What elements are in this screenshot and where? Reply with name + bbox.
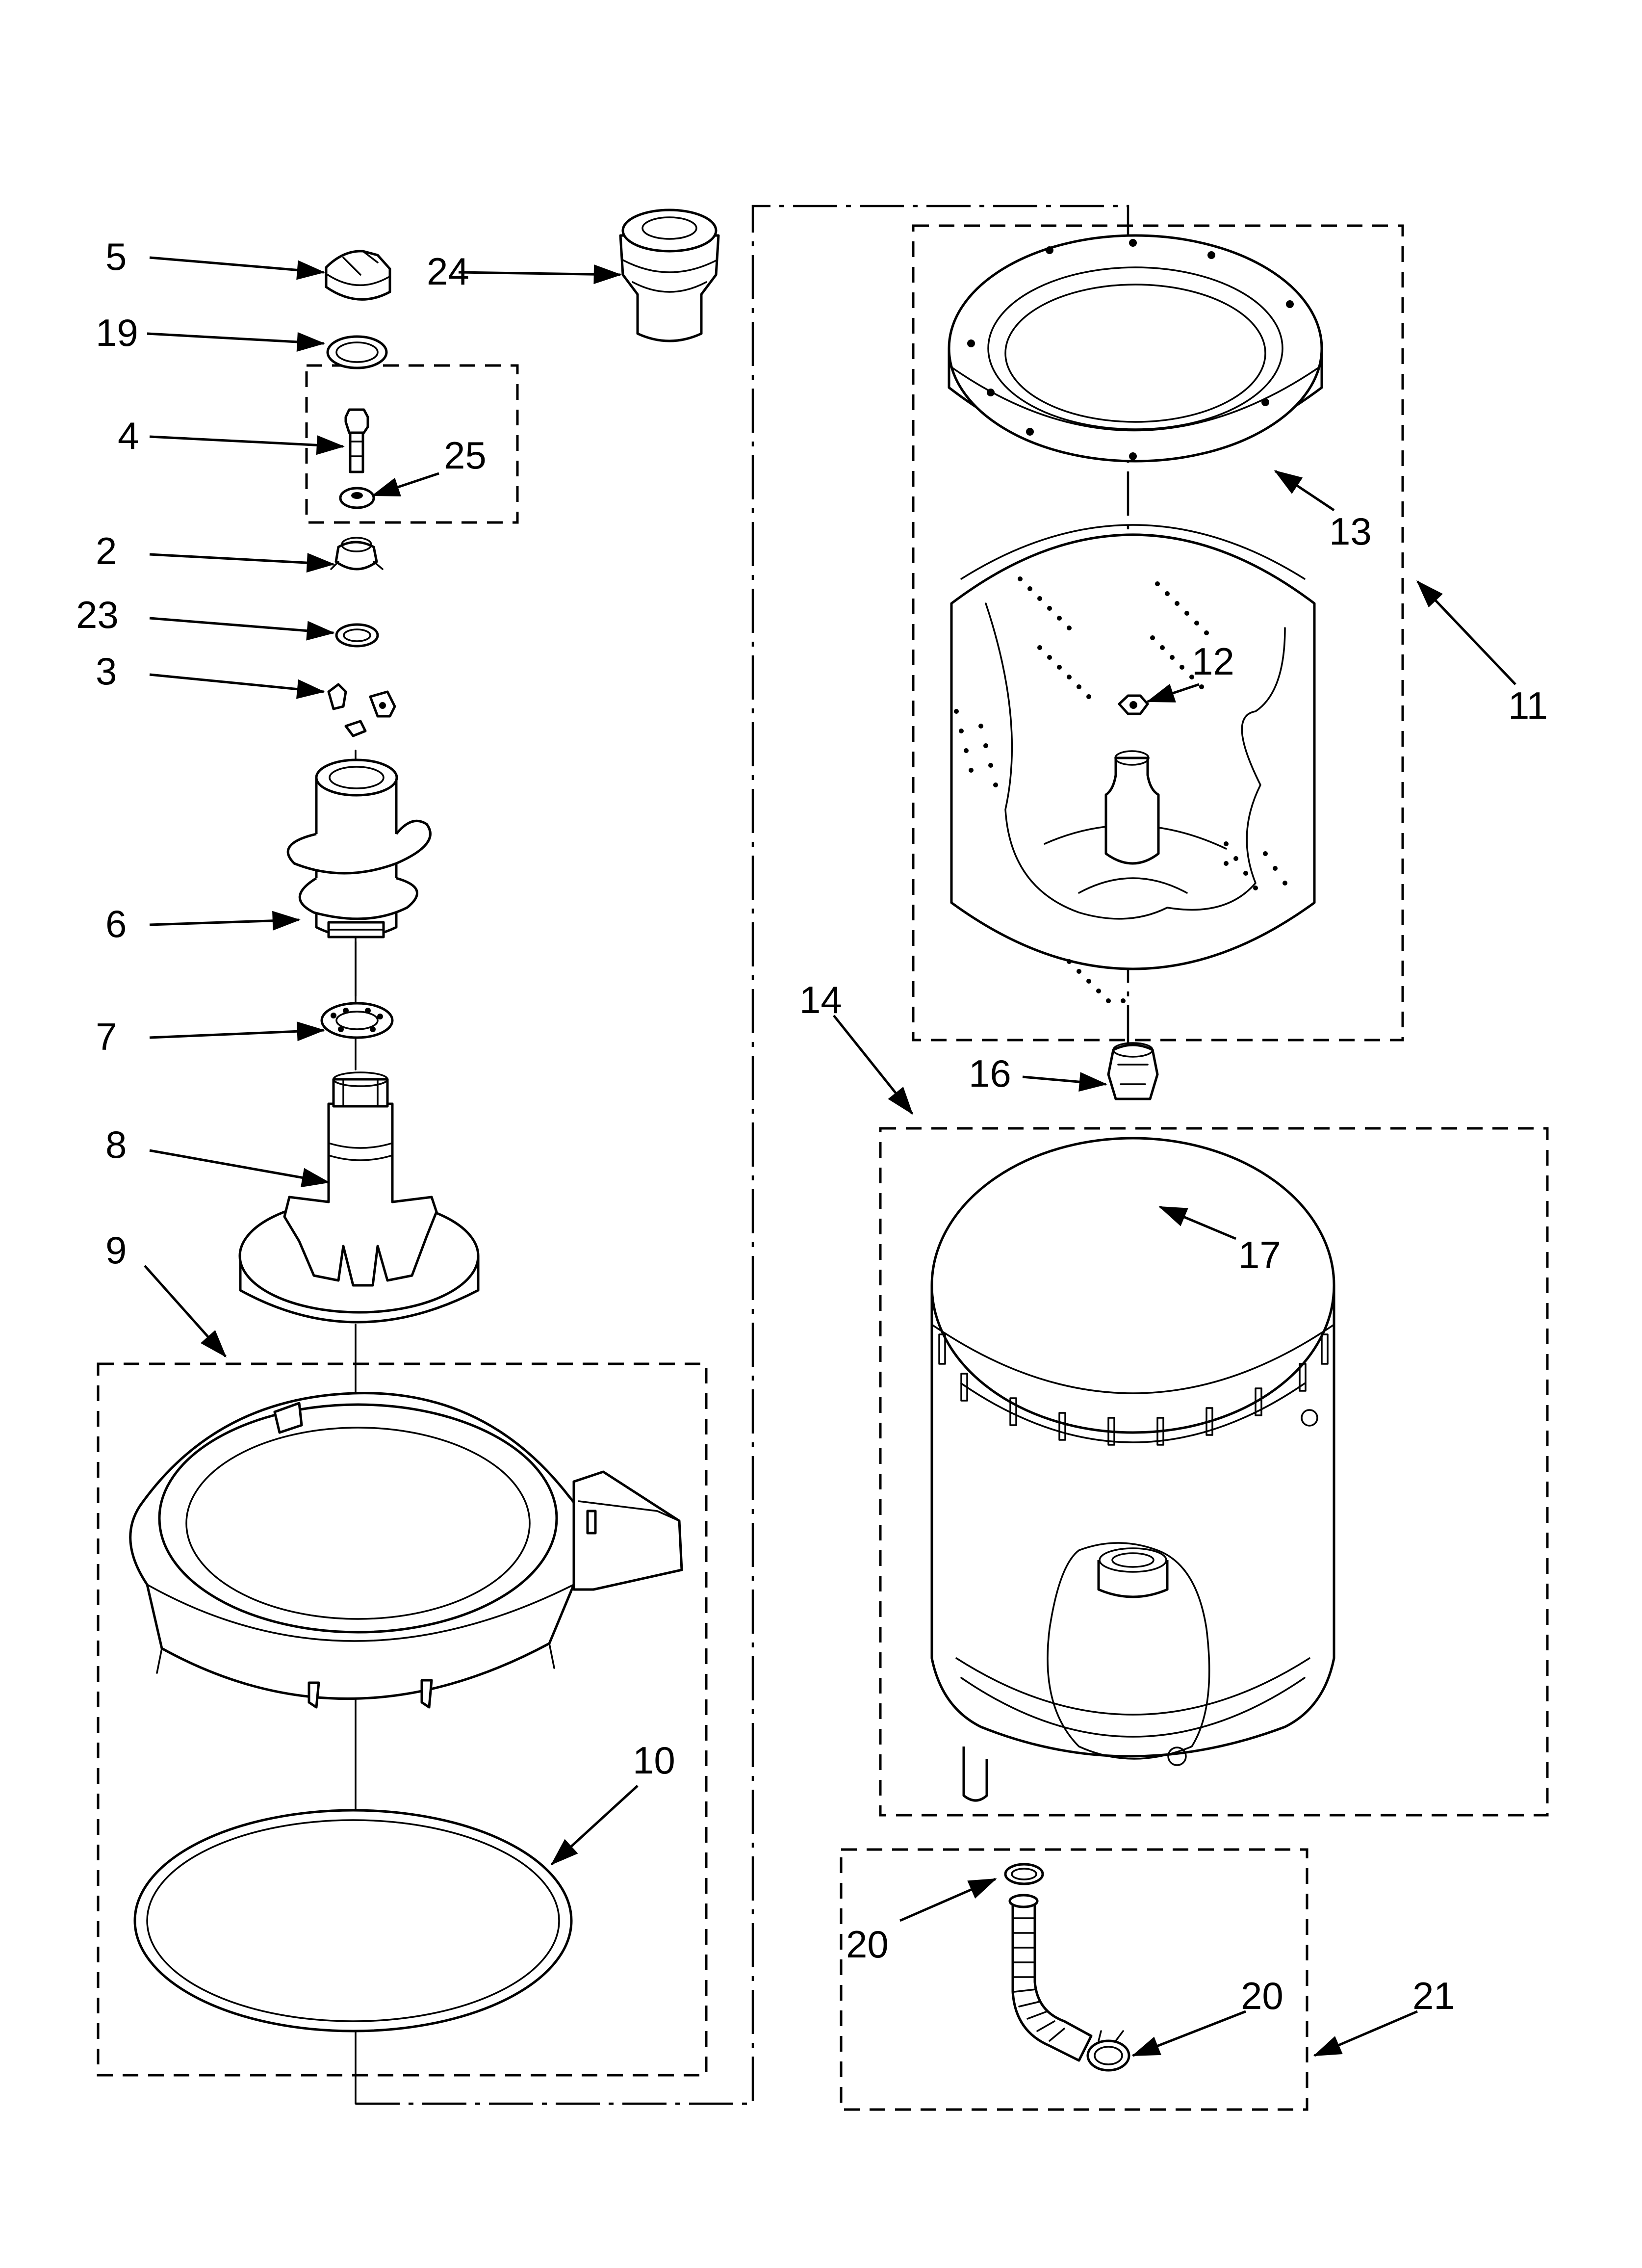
callout-16: 16 [969,1052,1011,1095]
callout-6: 6 [105,902,127,945]
group-box-9 [97,1362,708,2077]
group-box-21 [840,1848,1308,2111]
part-21-drain-hose [1008,1894,1093,2062]
callout-4: 4 [118,414,139,457]
part-19-o-ring [326,335,388,369]
part-24-dispenser [619,209,720,342]
callout-labels: 5 24 19 4 25 2 23 3 6 7 8 9 10 13 12 11 … [76,235,1548,2017]
callout-11: 11 [1508,684,1548,727]
part-5-agitator-cap [325,250,391,301]
callout-3: 3 [96,650,117,693]
callout-21: 21 [1412,1974,1455,2017]
callout-10: 10 [633,1739,675,1782]
callout-19: 19 [96,311,138,354]
part-6-auger [286,758,432,938]
basket-perforations [954,576,1287,1003]
callout-13: 13 [1329,510,1372,553]
part-23-ring [335,623,379,648]
callout-23: 23 [76,593,119,636]
callout-8: 8 [105,1123,127,1166]
part-4-bolt [344,408,369,473]
part-25-washer [339,487,375,509]
callout-24: 24 [427,250,469,293]
assembly-centerline [355,205,1129,2105]
group-box-4 [305,364,519,524]
part-9-tub-ring [129,1392,683,1709]
spin-basket [950,524,1316,1003]
callout-12: 12 [1192,640,1234,683]
part-13-balance-ring [948,234,1323,463]
leader-arrows [144,256,1516,2057]
part-3-agitator-dogs [327,683,396,737]
group-box-14 [879,1127,1549,1817]
callout-25: 25 [444,434,487,477]
callout-9: 9 [105,1228,127,1272]
callout-7: 7 [96,1015,117,1058]
part-20-clamp-top [1004,1863,1044,1885]
part-8-agitator-base [238,1071,480,1324]
callout-20-right: 20 [1241,1974,1283,2017]
part-14-outer-tub [930,1137,1335,1802]
part-10-ring [133,1809,573,2033]
callout-14: 14 [799,978,842,1021]
group-box-11 [912,224,1404,1042]
callout-2: 2 [96,529,117,573]
part-16-fitting [1107,1042,1159,1100]
callout-20-left: 20 [846,1923,889,1966]
part-20-clamp-bottom [1086,2030,1130,2072]
tub-slots [938,1333,1329,1446]
part-2-cam [330,537,384,571]
callout-17: 17 [1238,1233,1281,1277]
part-12-nut [1118,694,1149,715]
callout-5: 5 [105,235,127,278]
part-7-bearing [320,1002,394,1039]
